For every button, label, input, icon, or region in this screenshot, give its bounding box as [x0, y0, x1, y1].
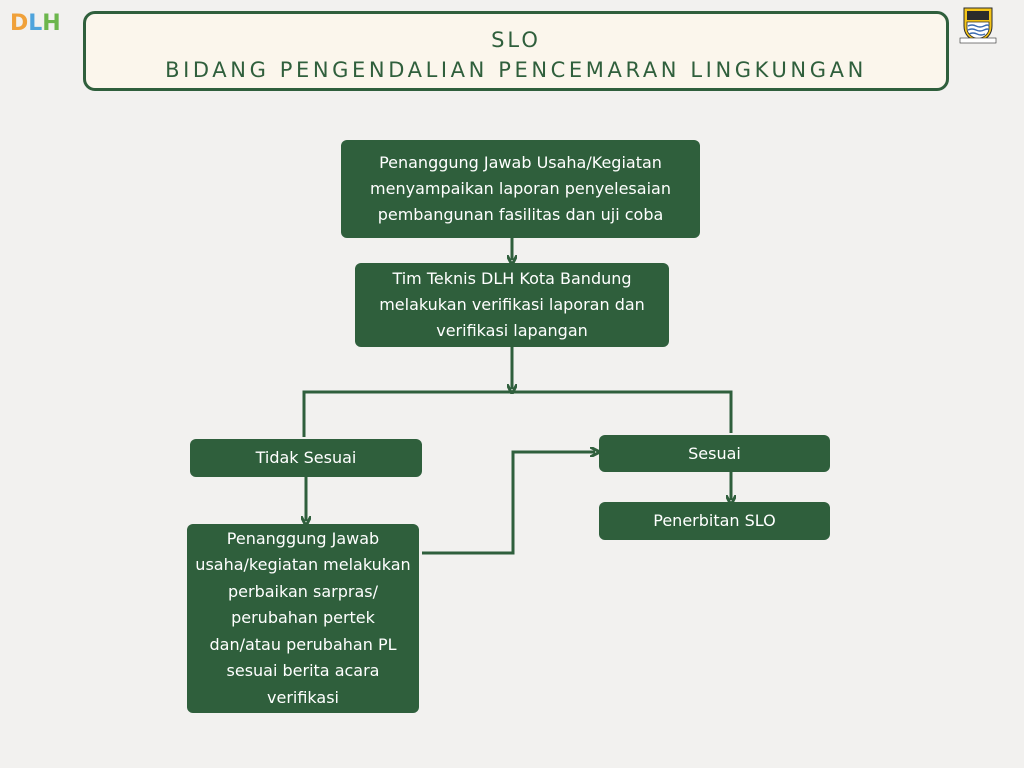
page-title: SLO [491, 28, 541, 52]
arrow-fix-to-ok [422, 452, 595, 555]
step-fix-node: Penanggung Jawab usaha/kegiatan melakuka… [187, 524, 419, 713]
city-emblem-icon [958, 4, 998, 44]
outcome-ok-node: Sesuai [599, 435, 830, 472]
dlh-logo: DLH [10, 10, 72, 38]
title-banner: SLO BIDANG PENGENDALIAN PENCEMARAN LINGK… [83, 11, 949, 91]
logo-letter-d: D [10, 11, 29, 36]
outcome-not-ok-node: Tidak Sesuai [190, 439, 422, 477]
branch-line [302, 390, 733, 437]
step-verification-node: Tim Teknis DLH Kota Bandung melakukan ve… [355, 263, 669, 347]
step-issuance-node: Penerbitan SLO [599, 502, 830, 540]
logo-letter-l: L [28, 11, 43, 36]
logo-letter-h: H [42, 11, 61, 36]
step-report-node: Penanggung Jawab Usaha/Kegiatan menyampa… [341, 140, 700, 238]
page-subtitle: BIDANG PENGENDALIAN PENCEMARAN LINGKUNGA… [165, 58, 867, 82]
